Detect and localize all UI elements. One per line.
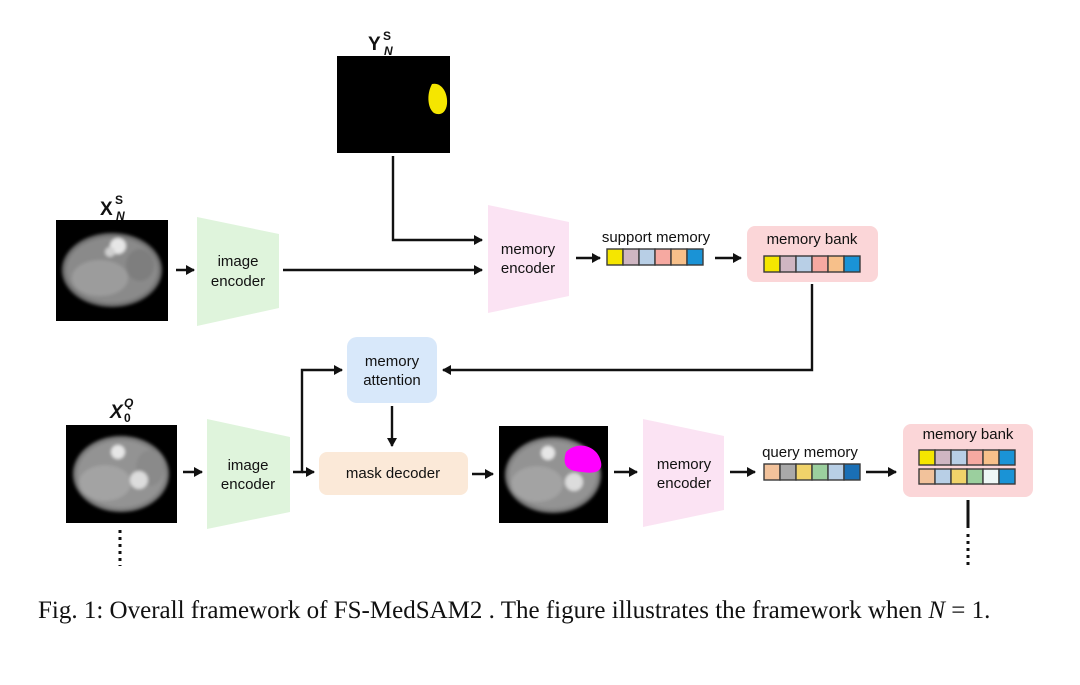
query-memory-cell — [827, 463, 845, 481]
support-mask-region — [428, 83, 448, 115]
query-memory-cell — [795, 463, 813, 481]
memory-bank-top-cell — [795, 255, 813, 273]
support-memory-label: support memory — [602, 229, 711, 246]
memory-bank-bottom-row2-cell — [934, 468, 952, 485]
memory-encoder-bottom-label-2: encoder — [657, 475, 711, 492]
memory-bank-bottom-row1-cell — [934, 449, 952, 466]
query-image-label: X — [109, 402, 124, 423]
image-encoder-top: image encoder — [197, 217, 279, 326]
memory-bank-top-cells — [763, 255, 861, 273]
caption-prefix: Fig. 1: Overall framework of FS-MedSAM2 … — [38, 597, 929, 624]
support-memory: support memory — [602, 229, 711, 266]
mask-decoder-label: mask decoder — [346, 465, 440, 482]
memory-bank-bottom-row2-cell — [998, 468, 1016, 485]
memory-bank-bottom-row2-cell — [918, 468, 936, 485]
image-encoder-top-label-2: encoder — [211, 273, 265, 290]
memory-encoder-bottom-label-1: memory — [657, 456, 712, 473]
predicted-mask-region — [564, 445, 602, 473]
query-image-label-sup: Q — [124, 396, 134, 410]
memory-bank-top-cell — [811, 255, 829, 273]
memory-bank-bottom-row1-cell — [966, 449, 984, 466]
query-memory-cell — [763, 463, 781, 481]
memory-bank-top-label: memory bank — [767, 231, 858, 248]
memory-attention-label-1: memory — [365, 353, 420, 370]
memory-bank-top-cell — [843, 255, 861, 273]
support-memory-cell — [670, 248, 688, 266]
memory-bank-bottom-row1-cell — [918, 449, 936, 466]
memory-bank-bottom-row2-cell — [982, 468, 1000, 485]
support-memory-cell — [654, 248, 672, 266]
memory-bank-bottom-row1-cell — [982, 449, 1000, 466]
image-encoder-top-label-1: image — [218, 253, 259, 270]
memory-bank-top: memory bank — [747, 226, 878, 282]
framework-diagram: Y S N X S N X Q 0 — [56, 29, 1033, 568]
memory-bank-top-cell — [779, 255, 797, 273]
memory-encoder-top-label-2: encoder — [501, 260, 555, 277]
query-image: X Q 0 — [66, 396, 177, 523]
arrow-encoder-to-attention — [293, 365, 343, 474]
mask-decoder: mask decoder — [319, 452, 468, 495]
query-memory: query memory — [762, 444, 861, 481]
memory-bank-bottom-row1-cell — [998, 449, 1016, 466]
figure-caption: Fig. 1: Overall framework of FS-MedSAM2 … — [38, 592, 1048, 629]
support-image-label: X — [100, 199, 113, 220]
query-memory-cells — [763, 463, 861, 481]
memory-bank-bottom: memory bank — [903, 424, 1033, 497]
support-image-label-sub: N — [116, 209, 125, 223]
arrow-mask-to-memory-encoder — [391, 156, 483, 245]
support-mask: Y S N — [337, 29, 450, 153]
caption-variable: N — [928, 597, 946, 624]
memory-encoder-top: memory encoder — [488, 205, 569, 313]
arrow-bank-to-attention — [442, 284, 814, 375]
memory-bank-top-cell — [827, 255, 845, 273]
support-mask-label-sub: N — [384, 44, 393, 58]
query-memory-cell — [811, 463, 829, 481]
memory-bank-bottom-cells — [918, 449, 1016, 485]
caption-suffix: = 1. — [945, 597, 991, 624]
image-encoder-bottom: image encoder — [207, 419, 290, 529]
support-image: X S N — [56, 193, 168, 321]
support-memory-cell — [606, 248, 624, 266]
query-memory-cell — [779, 463, 797, 481]
flow-arrows — [176, 156, 897, 479]
image-encoder-bottom-label-2: encoder — [221, 476, 275, 493]
memory-encoder-bottom: memory encoder — [643, 419, 724, 527]
query-memory-cell — [843, 463, 861, 481]
memory-bank-top-cell — [763, 255, 781, 273]
support-mask-label: Y — [368, 34, 381, 55]
support-memory-cell — [638, 248, 656, 266]
memory-bank-bottom-row2-cell — [966, 468, 984, 485]
support-memory-cell — [686, 248, 704, 266]
memory-bank-bottom-row2-cell — [950, 468, 968, 485]
memory-attention-label-2: attention — [363, 372, 421, 389]
query-memory-label: query memory — [762, 444, 858, 461]
predicted-mask-image — [499, 426, 608, 523]
image-encoder-bottom-label-1: image — [228, 457, 269, 474]
memory-encoder-top-label-1: memory — [501, 241, 556, 258]
memory-attention: memory attention — [347, 337, 437, 403]
query-image-label-sub: 0 — [124, 411, 131, 425]
support-mask-label-sup: S — [383, 29, 391, 43]
support-memory-cells — [606, 248, 704, 266]
support-memory-cell — [622, 248, 640, 266]
memory-bank-bottom-row1-cell — [950, 449, 968, 466]
support-image-label-sup: S — [115, 193, 123, 207]
memory-bank-bottom-label: memory bank — [923, 426, 1014, 443]
